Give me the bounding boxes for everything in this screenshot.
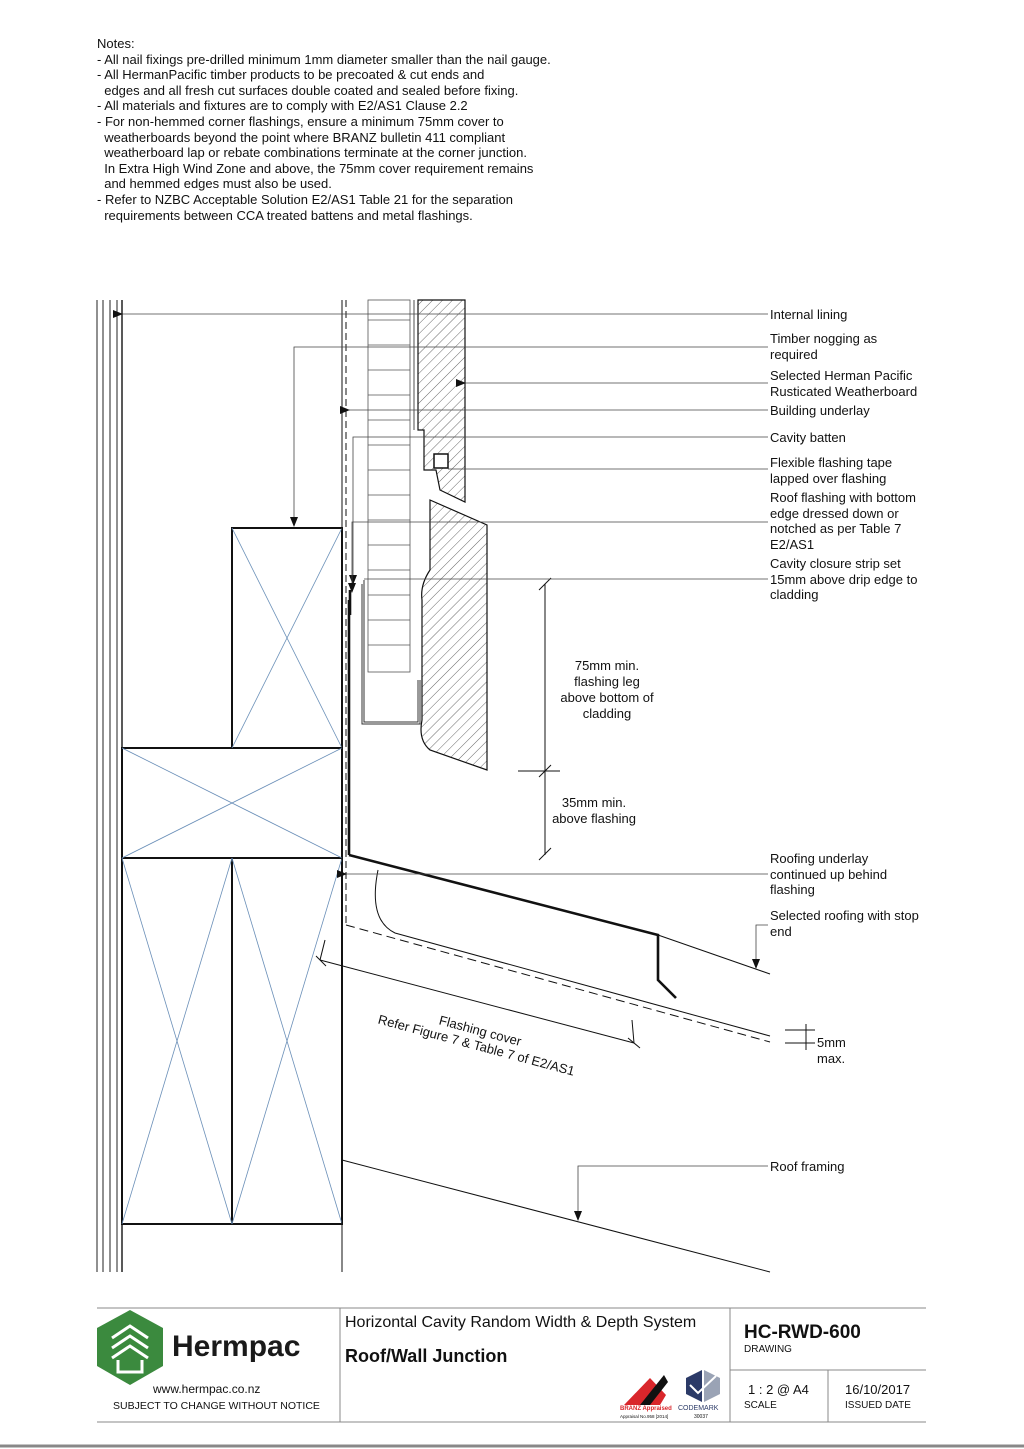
callout-roof-flashing: Roof flashing with bottom edge dressed d… xyxy=(770,490,916,552)
weatherboards xyxy=(417,299,488,771)
branz-label: BRANZ Appraised xyxy=(620,1406,672,1412)
drawing-number: HC-RWD-600 xyxy=(744,1322,861,1343)
note-line: edges and all fresh cut surfaces double … xyxy=(97,82,519,98)
dim-gap: 5mm max. xyxy=(817,1035,846,1066)
note-line: weatherboard lap or rebate combinations … xyxy=(97,145,527,161)
notes-block: Notes: - All nail fixings pre-drilled mi… xyxy=(97,36,717,223)
note-line: - For non-hemmed corner flashings, ensur… xyxy=(97,113,504,129)
dimension-lines xyxy=(315,577,815,1050)
note-line: - Refer to NZBC Acceptable Solution E2/A… xyxy=(97,191,513,207)
disclaimer: SUBJECT TO CHANGE WITHOUT NOTICE xyxy=(113,1400,320,1412)
dim-above-flashing: 35mm min. above flashing xyxy=(552,795,636,826)
callout-cavity-batten: Cavity batten xyxy=(770,430,846,445)
codemark-icon xyxy=(686,1370,720,1402)
issued-date: 16/10/2017 xyxy=(845,1382,911,1397)
flashing-tape xyxy=(433,453,449,469)
framing-cross-lines xyxy=(121,527,343,1225)
callout-selected-roofing: Selected roofing with stop end xyxy=(770,908,919,939)
note-line: - All HermanPacific timber products to b… xyxy=(97,67,485,83)
timber-framing xyxy=(121,527,343,1225)
drawing-title: Roof/Wall Junction xyxy=(345,1346,508,1366)
dim-flashing-leg: 75mm min. flashing leg above bottom of c… xyxy=(560,658,654,721)
notes-heading: Notes: xyxy=(97,36,135,51)
title-block-frame xyxy=(97,1307,926,1423)
issued-date-label: ISSUED DATE xyxy=(845,1400,911,1411)
branz-appraised-icon xyxy=(624,1375,668,1405)
callout-timber-nogging: Timber nogging as required xyxy=(770,331,878,362)
callout-closure-strip: Cavity closure strip set 15mm above drip… xyxy=(770,556,918,602)
codemark-number: 30037 xyxy=(694,1414,708,1420)
note-line: and hemmed edges must also be used. xyxy=(97,176,332,192)
callout-flashing-tape: Flexible flashing tape lapped over flash… xyxy=(770,455,893,486)
branz-number: Appraisal No.958 [2014] xyxy=(620,1414,669,1419)
cavity-batten xyxy=(367,299,415,673)
callout-weatherboard: Selected Herman Pacific Rusticated Weath… xyxy=(770,368,918,399)
codemark-label: CODEMARK xyxy=(678,1405,719,1412)
note-line: - All nail fixings pre-drilled minimum 1… xyxy=(97,51,551,67)
roof-framing-line xyxy=(341,1159,771,1273)
roofing-sheet-top xyxy=(657,934,771,975)
note-line: In Extra High Wind Zone and above, the 7… xyxy=(97,160,534,176)
callout-roofing-underlay: Roofing underlay continued up behind fla… xyxy=(770,851,888,897)
callout-roof-framing: Roof framing xyxy=(770,1159,845,1174)
roof-flashing xyxy=(348,590,677,999)
roofing-sheet xyxy=(374,869,771,1037)
system-name: Horizontal Cavity Random Width & Depth S… xyxy=(345,1314,697,1331)
cavity-closure-strip xyxy=(361,580,421,725)
leader-lines xyxy=(113,310,768,1221)
internal-lining xyxy=(96,300,123,1272)
roofing-underlay-line xyxy=(345,924,771,1043)
scale-value: 1 : 2 @ A4 xyxy=(748,1382,809,1397)
callout-building-underlay: Building underlay xyxy=(770,403,870,418)
note-line: - All materials and fixtures are to comp… xyxy=(97,98,468,114)
note-line: requirements between CCA treated battens… xyxy=(97,207,473,223)
hermpac-logo-icon xyxy=(97,1310,163,1385)
scale-label: SCALE xyxy=(744,1400,777,1411)
drawing-label: DRAWING xyxy=(744,1344,792,1355)
website-link[interactable]: www.hermpac.co.nz xyxy=(153,1382,261,1396)
company-name: Hermpac xyxy=(172,1330,301,1363)
note-line: weatherboards beyond the point where BRA… xyxy=(97,129,506,145)
callout-internal-lining: Internal lining xyxy=(770,307,848,322)
